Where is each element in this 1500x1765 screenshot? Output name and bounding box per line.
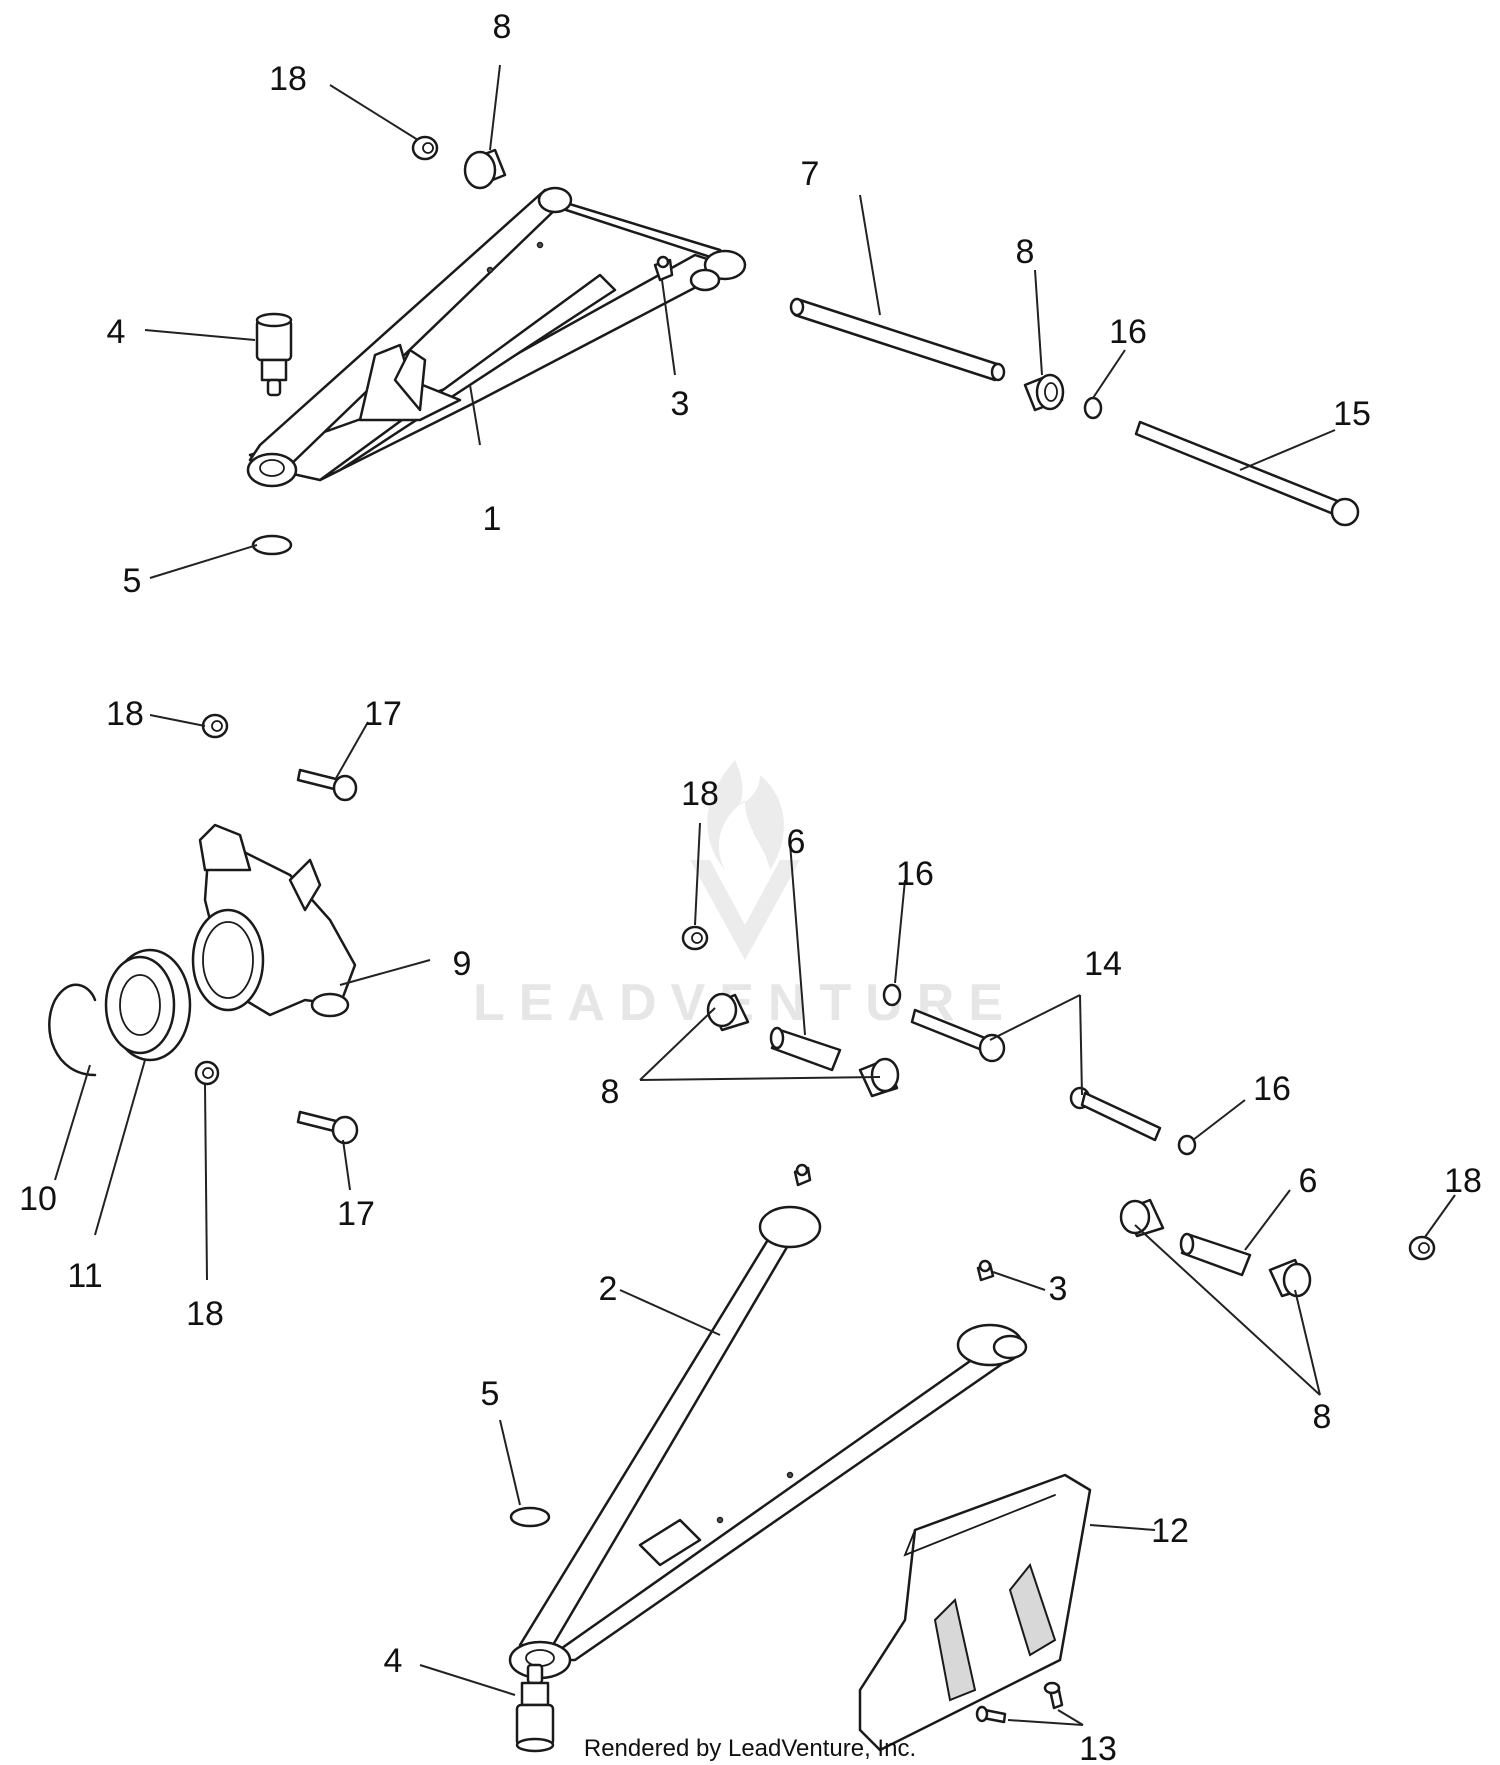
callout-8-upper-right: 8 — [1016, 233, 1035, 271]
skid-guard — [858, 1473, 1092, 1752]
wheel-bearing — [104, 948, 192, 1062]
ball-joint-upper — [255, 312, 293, 397]
sleeve-right — [1179, 1232, 1252, 1277]
callout-6-mid: 6 — [787, 823, 806, 861]
bushing-right-b — [1268, 1258, 1312, 1298]
snap-ring-bearing — [48, 983, 97, 1077]
render-credit: Rendered by LeadVenture, Inc. — [584, 1735, 916, 1762]
grease-fitting-lower-top — [793, 1163, 812, 1187]
upper-a-arm — [246, 186, 747, 488]
callout-15: 15 — [1333, 395, 1371, 433]
screws — [975, 1681, 1064, 1724]
callout-2: 2 — [599, 1270, 618, 1308]
grease-fitting-lower-right — [976, 1259, 995, 1282]
callout-1: 1 — [483, 500, 502, 538]
callout-6-right: 6 — [1299, 1162, 1318, 1200]
bushing-top — [463, 148, 507, 190]
callout-8-mid: 8 — [601, 1073, 620, 1111]
nut-far-right — [1408, 1235, 1436, 1261]
bushing-mid-left — [706, 992, 750, 1032]
callout-13: 13 — [1079, 1730, 1117, 1765]
leader-lines — [54, 64, 1456, 1726]
steering-knuckle — [191, 823, 357, 1018]
lower-a-arm — [508, 1205, 1028, 1680]
ball-joint-lower — [515, 1663, 555, 1753]
callout-4-upper: 4 — [107, 313, 126, 351]
watermark: LEADVENTURE — [473, 760, 1003, 1032]
callout-17-lower: 17 — [337, 1195, 375, 1233]
nut-mid-left — [201, 713, 229, 739]
callout-4-lower: 4 — [384, 1642, 403, 1680]
callout-14: 14 — [1084, 945, 1122, 983]
nut-top — [411, 135, 439, 161]
washer-upper — [1083, 396, 1103, 420]
bushing-right-a — [1119, 1198, 1165, 1238]
pivot-tube — [789, 297, 1006, 382]
callout-8-top: 8 — [493, 8, 512, 46]
sleeve-mid — [769, 1026, 842, 1072]
callout-10: 10 — [19, 1180, 57, 1218]
bolt-lower — [296, 1110, 359, 1145]
callout-18-top: 18 — [269, 60, 307, 98]
grease-fitting-upper — [653, 255, 674, 282]
watermark-v-icon — [690, 860, 800, 960]
callout-18-mid-center: 18 — [681, 775, 719, 813]
callout-12: 12 — [1151, 1512, 1189, 1550]
callout-17-upper: 17 — [364, 695, 402, 733]
callout-5-upper: 5 — [123, 562, 142, 600]
callout-16-right: 16 — [1253, 1070, 1291, 1108]
callout-18-knuckle: 18 — [186, 1295, 224, 1333]
bushing-upper-right — [1023, 373, 1065, 412]
callout-18-mid-left: 18 — [106, 695, 144, 733]
callout-16-mid: 16 — [896, 855, 934, 893]
nut-mid-center — [681, 925, 709, 951]
washer-mid — [882, 983, 902, 1007]
callout-16-upper: 16 — [1109, 313, 1147, 351]
callouts: 8 18 4 1 5 3 7 8 16 15 18 17 18 6 16 9 1… — [19, 8, 1482, 1765]
bushing-mid-right — [858, 1057, 900, 1098]
callout-18-far-right: 18 — [1444, 1162, 1482, 1200]
watermark-flame-icon — [707, 760, 784, 870]
bolt-14-upper — [910, 1008, 1006, 1063]
callout-3-upper: 3 — [671, 385, 690, 423]
callout-5-lower: 5 — [481, 1375, 500, 1413]
callout-8-right: 8 — [1313, 1398, 1332, 1436]
bolt-upper — [296, 768, 358, 802]
bolt-14-lower — [1069, 1086, 1162, 1142]
callout-11: 11 — [67, 1257, 102, 1295]
callout-9: 9 — [453, 945, 472, 983]
callout-3-lower: 3 — [1049, 1270, 1068, 1308]
callout-7: 7 — [801, 155, 820, 193]
snap-ring-lower — [509, 1506, 551, 1528]
snap-ring-upper — [251, 534, 293, 556]
long-bolt — [1134, 420, 1360, 527]
nut-knuckle-lower — [194, 1060, 220, 1086]
washer-right — [1177, 1134, 1197, 1156]
